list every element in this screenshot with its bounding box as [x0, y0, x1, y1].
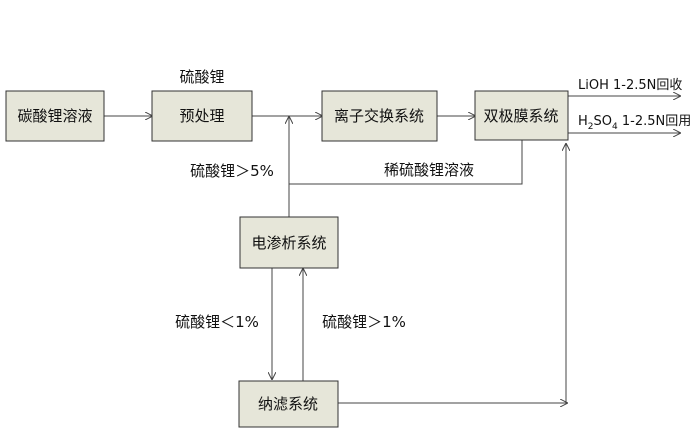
node-bipolar-membrane: 双极膜系统: [474, 90, 569, 141]
node-electrodialysis-label: 电渗析系统: [251, 234, 326, 252]
node-ion-exchange-label: 离子交换系统: [334, 107, 424, 125]
edge-bipolar-dilute-return: [289, 140, 523, 185]
h2so4-sub-2: 2: [588, 122, 594, 132]
label-dilute-lithium-sulfate: 稀硫酸锂溶液: [384, 161, 474, 179]
output-h2so4-label: H2SO4 1-2.5N回用: [578, 114, 691, 132]
label-lithium-sulfate-gt1: 硫酸锂＞1%: [322, 313, 406, 331]
h2so4-suffix: 1-2.5N回用: [618, 114, 692, 129]
node-nanofiltration: 纳滤系统: [238, 380, 339, 428]
h2so4-so: SO: [594, 114, 612, 129]
node-nanofiltration-label: 纳滤系统: [258, 395, 318, 413]
node-lithium-carbonate-solution-label: 碳酸锂溶液: [17, 107, 92, 125]
label-lithium-sulfate-gt5: 硫酸锂＞5%: [190, 162, 274, 180]
node-bipolar-membrane-label: 双极膜系统: [483, 107, 558, 125]
output-lioh-label: LiOH 1-2.5N回收: [578, 78, 682, 93]
node-ion-exchange: 离子交换系统: [321, 90, 438, 142]
h2so4-h: H: [578, 114, 588, 129]
node-electrodialysis: 电渗析系统: [239, 216, 339, 269]
node-pretreatment-label: 预处理: [179, 107, 224, 125]
h2so4-sub-4: 4: [612, 122, 618, 132]
label-lithium-sulfate-lt1: 硫酸锂＜1%: [175, 313, 259, 331]
node-pretreatment: 预处理: [151, 90, 253, 142]
node-lithium-carbonate-solution: 碳酸锂溶液: [5, 90, 105, 142]
label-lithium-sulfate-top: 硫酸锂: [179, 68, 224, 86]
